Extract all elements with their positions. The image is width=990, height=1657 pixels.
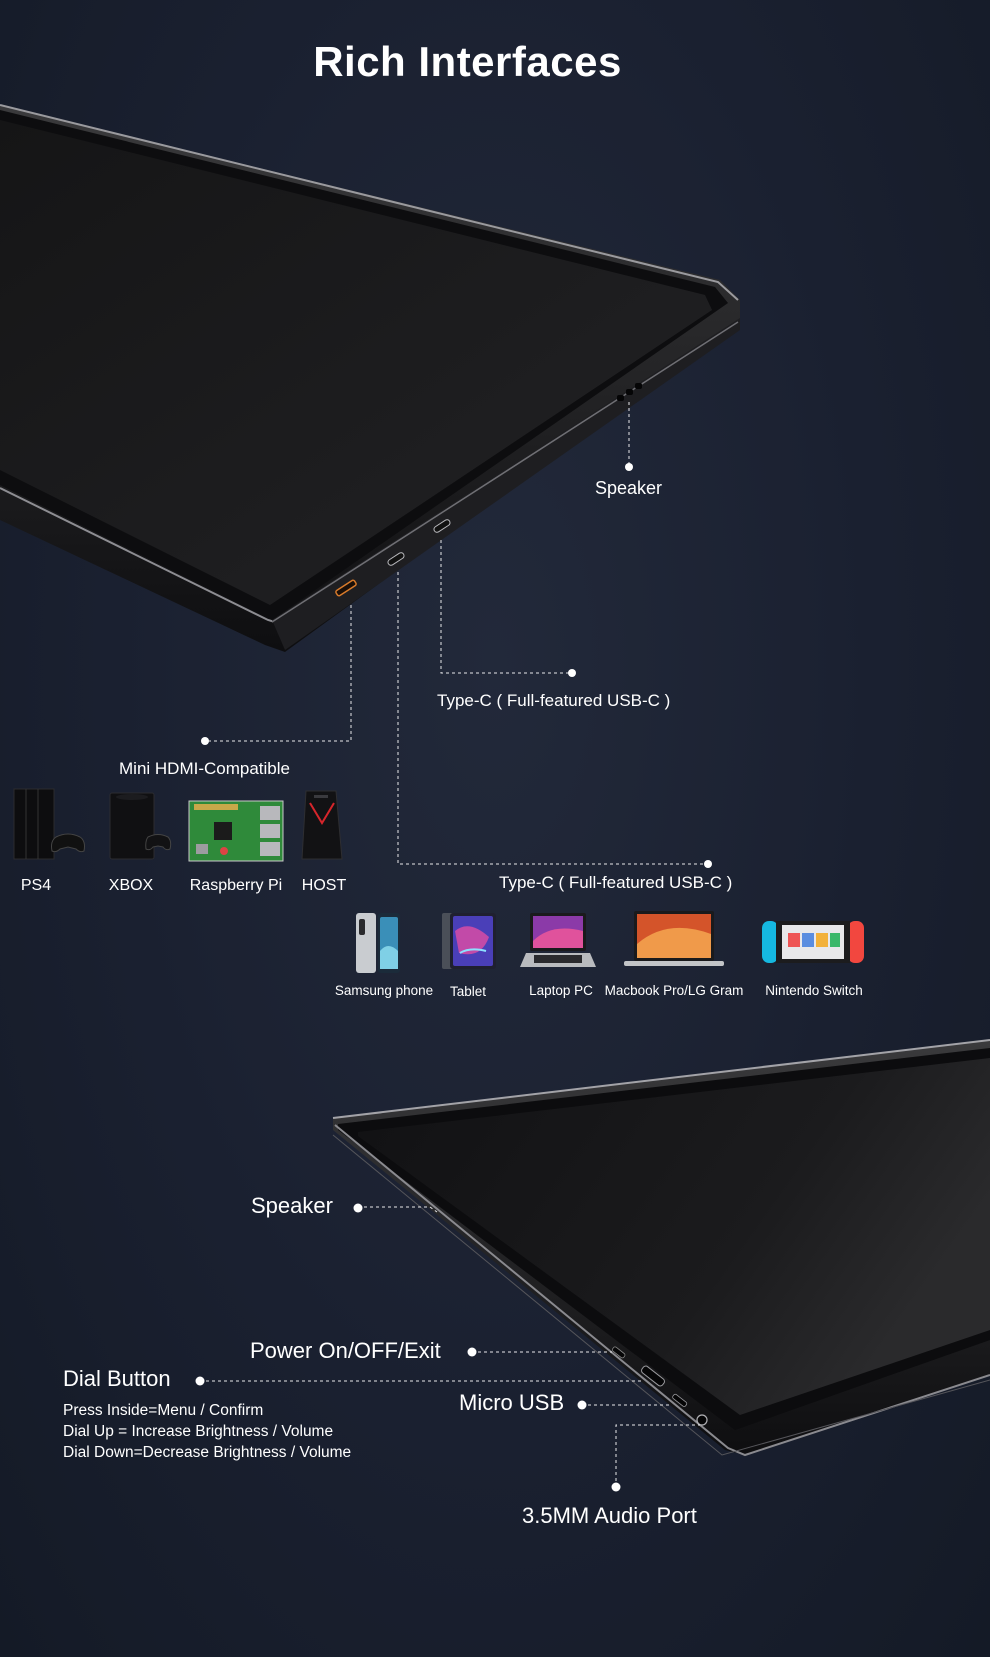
leader-audio-port	[615, 1424, 700, 1487]
label-micro-usb: Micro USB	[459, 1390, 565, 1415]
xbox-console-icon	[109, 792, 172, 860]
hdmi-device-list: PS4 XBOX Raspberry Pi HOST	[0, 785, 360, 900]
usbc-device-label: Laptop PC	[529, 983, 593, 998]
hdmi-device-label: Raspberry Pi	[189, 877, 283, 894]
power-button	[612, 1346, 626, 1359]
bottom-monitor	[332, 1039, 990, 1457]
smartphone-icon	[356, 913, 400, 973]
raspberry-pi-board-icon	[188, 800, 284, 862]
ps4-console-icon	[13, 788, 85, 860]
leader-speaker-bottom	[358, 1206, 438, 1213]
dial-note: Dial Up = Increase Brightness / Volume	[63, 1423, 334, 1440]
dial-notes: Press Inside=Menu / Confirm Dial Up = In…	[63, 1400, 351, 1463]
audio-jack	[696, 1414, 708, 1426]
dial-note: Dial Down=Decrease Brightness / Volume	[63, 1444, 352, 1461]
mini-hdmi-port	[335, 579, 357, 597]
label-speaker-top: Speaker	[595, 478, 663, 498]
usbc-device-label: Macbook Pro/LG Gram	[604, 983, 744, 998]
label-speaker-bottom: Speaker	[251, 1193, 333, 1218]
nintendo-switch-icon	[762, 921, 864, 963]
page-title: Rich Interfaces	[313, 38, 622, 85]
usbc-device-list: Samsung phone Tablet Laptop PC Macbook P…	[310, 905, 870, 1005]
dial-button	[641, 1365, 665, 1387]
label-audio-port: 3.5MM Audio Port	[522, 1503, 697, 1528]
pc-tower-icon	[301, 790, 343, 860]
label-mini-hdmi: Mini HDMI-Compatible	[119, 759, 290, 778]
micro-usb-port	[672, 1393, 688, 1407]
label-type-c-2: Type-C ( Full-featured USB-C )	[499, 873, 733, 892]
laptop-icon	[520, 913, 596, 967]
type-c-port-2	[433, 519, 451, 533]
usbc-device-label: Samsung phone	[334, 983, 434, 998]
type-c-port-1	[387, 552, 405, 566]
leader-type-c-1	[440, 540, 572, 674]
hdmi-device-label: PS4	[20, 877, 52, 894]
label-power: Power On/OFF/Exit	[250, 1338, 441, 1363]
macbook-icon	[624, 911, 724, 966]
hdmi-device-label: HOST	[301, 877, 347, 894]
usbc-device-label: Nintendo Switch	[765, 983, 863, 998]
dial-note: Press Inside=Menu / Confirm	[63, 1402, 264, 1419]
leader-type-c-2	[397, 572, 708, 865]
usbc-device-label: Tablet	[449, 984, 487, 999]
label-type-c-1: Type-C ( Full-featured USB-C )	[437, 691, 671, 710]
label-dial-button: Dial Button	[63, 1366, 171, 1391]
tablet-icon	[442, 913, 496, 969]
top-speaker-grille	[617, 383, 642, 401]
top-monitor	[0, 104, 740, 652]
hdmi-device-label: XBOX	[108, 877, 154, 894]
